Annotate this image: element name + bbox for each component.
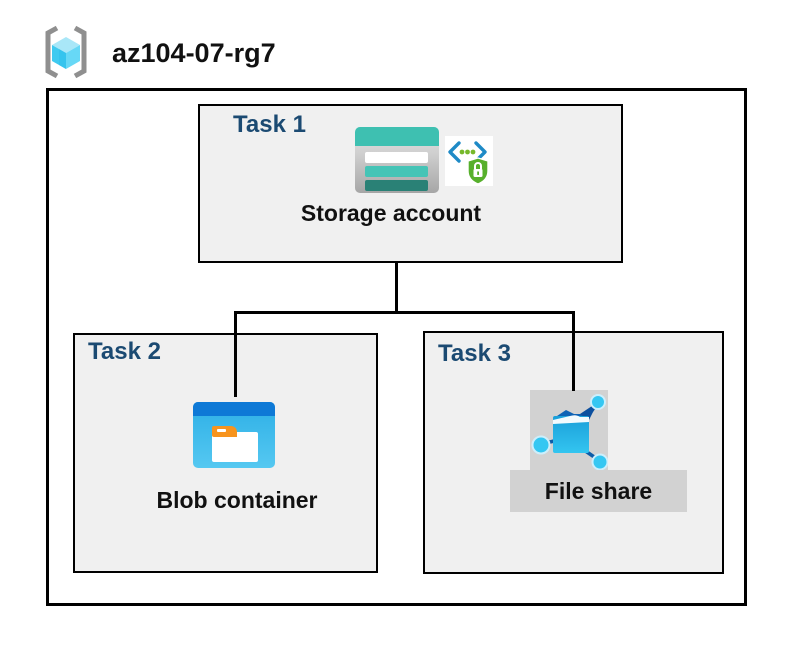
task3-label: Task 3 (438, 340, 511, 367)
resource-group-title: az104-07-rg7 (112, 38, 276, 68)
task2-label: Task 2 (88, 338, 161, 365)
storage-icon-header-band (355, 127, 439, 146)
file-share-label: File share (544, 478, 653, 504)
resource-group-icon (45, 25, 87, 79)
secure-access-icon (445, 136, 493, 186)
connector-horizontal (234, 311, 575, 314)
file-share-icon (531, 394, 608, 470)
blob-icon-tab-dash (217, 429, 226, 432)
task1-label: Task 1 (233, 111, 306, 138)
connector-to-fileshare (572, 311, 575, 391)
storage-icon-row-darkteal (365, 180, 428, 191)
blob-icon-title-band (193, 402, 275, 416)
connector-to-blob (234, 311, 237, 397)
blob-container-icon (193, 402, 275, 468)
blob-icon-folder (212, 432, 258, 462)
connector-storage-down (395, 262, 398, 314)
storage-account-label: Storage account (300, 200, 482, 226)
blob-container-label: Blob container (156, 487, 318, 513)
storage-icon-row-white (365, 152, 428, 163)
file-share-highlight-square (530, 390, 608, 470)
storage-account-icon (355, 127, 439, 193)
file-share-highlight-band (510, 470, 687, 512)
storage-icon-row-teal (365, 166, 428, 177)
